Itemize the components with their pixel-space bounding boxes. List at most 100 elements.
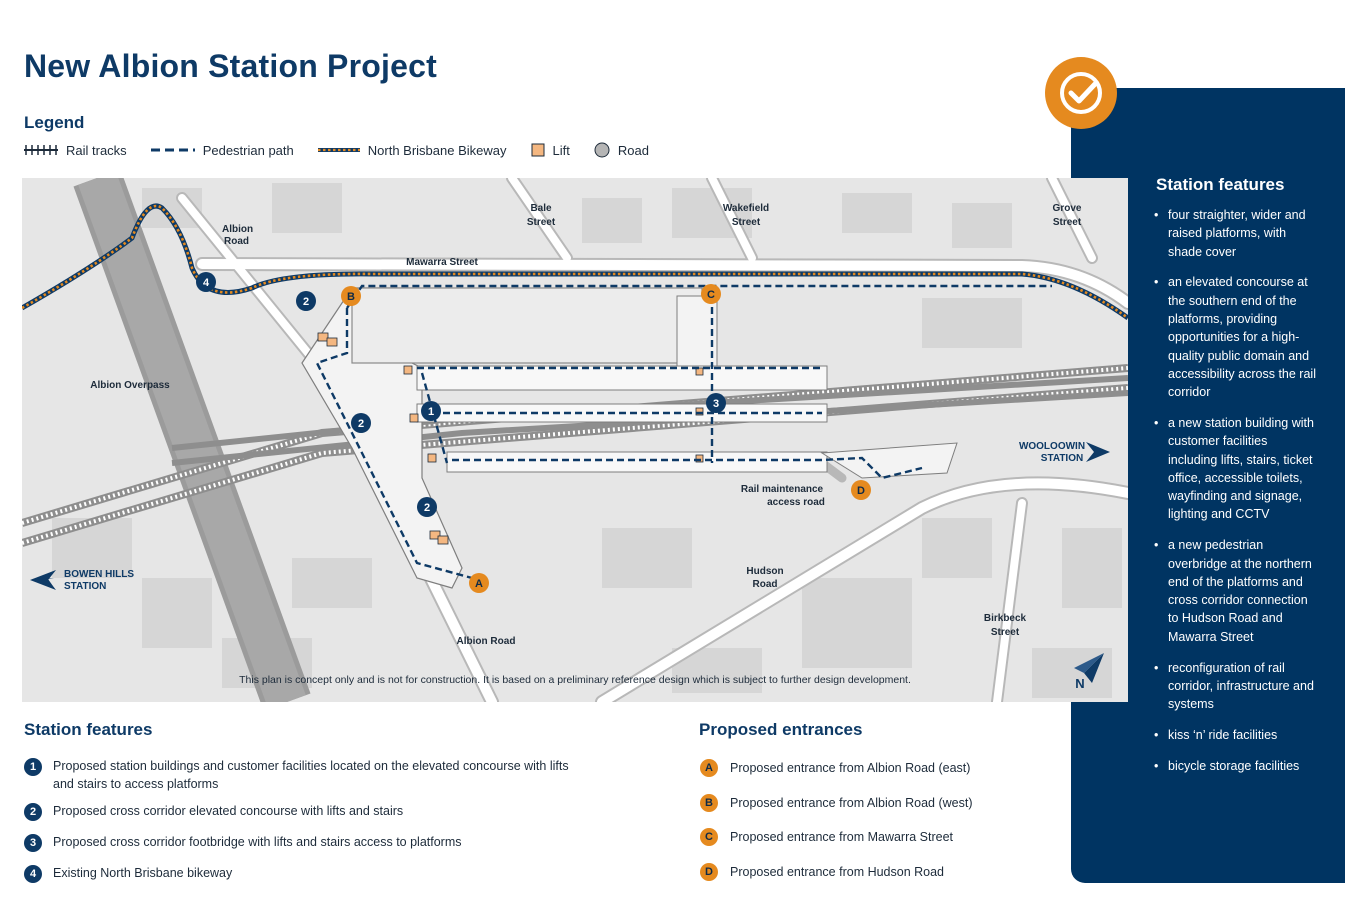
map-label-albion-road: Road [224, 236, 249, 247]
legend-title: Legend [24, 113, 85, 132]
letter-badge: B [700, 793, 718, 812]
proposed-entrances-list: A Proposed entrance from Albion Road (ea… [700, 759, 1030, 897]
map-label-bowen-hills-station: STATION [64, 581, 106, 592]
list-item: 3 Proposed cross corridor footbridge wit… [24, 833, 584, 852]
map-label-albion-overpass: Albion Overpass [90, 380, 170, 391]
svg-text:B: B [347, 291, 355, 303]
list-item: D Proposed entrance from Hudson Road [700, 862, 1030, 881]
list-item: four straighter, wider and raised platfo… [1154, 206, 1319, 261]
entrance-marker-c[interactable]: C [701, 284, 721, 304]
map-label-wakefield-street: Street [732, 217, 761, 228]
list-item: 1 Proposed station buildings and custome… [24, 757, 584, 793]
feature-text: Existing North Brisbane bikeway [53, 866, 233, 880]
letter-badge: D [700, 862, 718, 881]
list-item: A Proposed entrance from Albion Road (ea… [700, 759, 1030, 777]
list-item: bicycle storage facilities [1154, 757, 1319, 776]
map-label-albion-road-bottom: Albion Road [457, 636, 516, 647]
bikeway-icon [317, 148, 360, 152]
map-disclaimer: This plan is concept only and is not for… [239, 674, 911, 686]
svg-text:2: 2 [358, 418, 364, 430]
north-brisbane-bikeway [22, 203, 1128, 321]
north-arrow-icon [1084, 653, 1104, 683]
road-icon [594, 142, 610, 158]
map-label-mawarra-street: Mawarra Street [406, 257, 478, 268]
page-title: New Albion Station Project [24, 48, 437, 84]
list-item: an elevated concourse at the southern en… [1154, 273, 1319, 401]
marker-3[interactable]: 3 [706, 393, 726, 413]
station-features-list: 1 Proposed station buildings and custome… [24, 757, 584, 883]
legend-label: Road [617, 142, 649, 158]
legend-label: Lift [552, 142, 570, 158]
marker-2[interactable]: 2 [417, 497, 437, 517]
feature-text: Proposed cross corridor elevated concour… [53, 804, 404, 818]
map-label-birkbeck-street: Birkbeck [984, 613, 1027, 624]
feature-text: Proposed station buildings and customer … [53, 759, 569, 791]
svg-text:A: A [475, 578, 483, 590]
number-badge: 1 [24, 758, 42, 776]
station-features-title: Station features [24, 720, 153, 739]
pedestrian-path-icon [150, 148, 195, 152]
legend-item-pedestrian: Pedestrian path [150, 142, 294, 158]
map-label-bale-street: Street [527, 217, 556, 228]
legend-item-bikeway: North Brisbane Bikeway [317, 142, 507, 158]
map-label-rail-maintenance: access road [767, 497, 825, 508]
north-label: N [1075, 676, 1084, 691]
map-label-wooloowin-station: WOOLOOWIN [1019, 441, 1085, 452]
svg-text:D: D [857, 485, 865, 497]
legend-item-road: Road [594, 142, 649, 158]
map-label-grove-street: Street [1053, 217, 1082, 228]
list-item: kiss ‘n’ ride facilities [1154, 726, 1319, 745]
entrance-text: Proposed entrance from Albion Road (west… [730, 795, 973, 810]
panel-title: Station features [1156, 175, 1285, 194]
legend-item-rail: Rail tracks [24, 143, 127, 158]
marker-4[interactable]: 4 [196, 272, 216, 292]
list-item: 2 Proposed cross corridor elevated conco… [24, 802, 584, 821]
marker-2[interactable]: 2 [351, 413, 371, 433]
entrance-marker-d[interactable]: D [851, 480, 871, 500]
panel-feature-list: four straighter, wider and raised platfo… [1154, 206, 1319, 788]
svg-text:2: 2 [303, 296, 309, 308]
map-buildings [52, 183, 1122, 698]
entrance-marker-a[interactable]: A [469, 573, 489, 593]
list-item: a new pedestrian overbridge at the north… [1154, 536, 1319, 646]
rail-track-icon [24, 145, 58, 155]
feature-text: Proposed cross corridor footbridge with … [53, 835, 462, 849]
marker-1[interactable]: 1 [421, 401, 441, 421]
map-label-hudson-road: Hudson [746, 566, 783, 577]
letter-badge: A [700, 759, 718, 777]
letter-badge: C [700, 828, 718, 846]
legend-label: Rail tracks [66, 142, 127, 158]
map-label-albion-road: Albion [222, 224, 253, 235]
list-item: B Proposed entrance from Albion Road (we… [700, 793, 1030, 812]
proposed-entrances-title: Proposed entrances [699, 720, 863, 739]
list-item: a new station building with customer fac… [1154, 414, 1319, 524]
map-label-grove-street: Grove [1053, 203, 1082, 214]
list-item: 4 Existing North Brisbane bikeway [24, 864, 584, 883]
legend-label: North Brisbane Bikeway [367, 142, 507, 158]
map-label-bowen-hills-station: BOWEN HILLS [64, 569, 134, 580]
lift-icon [531, 143, 544, 157]
pedestrian-paths [315, 284, 1052, 580]
map-label-hudson-road: Road [753, 579, 778, 590]
map-label-birkbeck-street: Street [991, 627, 1020, 638]
entrance-marker-b[interactable]: B [341, 286, 361, 306]
legend-item-lift: Lift [531, 143, 570, 158]
svg-text:2: 2 [424, 502, 430, 514]
number-badge: 3 [24, 834, 42, 852]
svg-text:C: C [707, 289, 715, 301]
map-label-wakefield-street: Wakefield [723, 203, 769, 214]
map-label-wooloowin-station: STATION [1041, 453, 1083, 464]
map-label-rail-maintenance: Rail maintenance [741, 484, 824, 495]
check-circle-icon [1045, 57, 1117, 129]
svg-text:3: 3 [713, 398, 719, 410]
legend-label: Pedestrian path [202, 142, 294, 158]
station-map[interactable]: Albion Road Bale Street Wakefield Street… [22, 178, 1128, 702]
legend: Rail tracks Pedestrian path North Brisba… [24, 141, 673, 159]
map-label-bale-street: Bale [530, 203, 552, 214]
arrow-right-icon [1086, 442, 1110, 462]
entrance-text: Proposed entrance from Hudson Road [730, 864, 945, 879]
svg-text:4: 4 [203, 277, 210, 289]
number-badge: 4 [24, 865, 42, 883]
marker-2[interactable]: 2 [296, 291, 316, 311]
list-item: reconfiguration of rail corridor, infras… [1154, 659, 1319, 714]
